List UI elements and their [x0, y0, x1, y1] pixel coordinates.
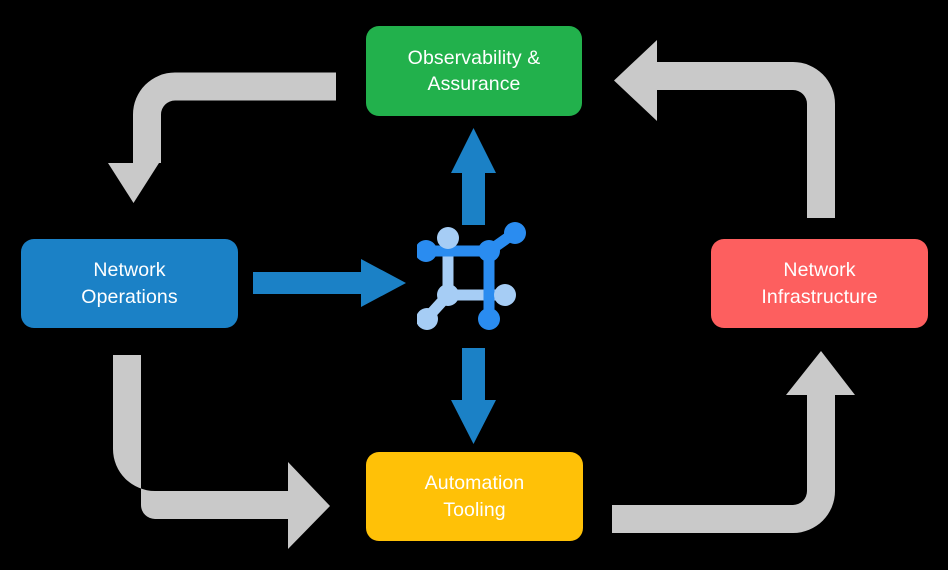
elbow-arrow-down-left	[108, 72, 336, 203]
connector-operations-to-hub	[253, 259, 406, 307]
node-network-infrastructure[interactable]: Network Infrastructure	[711, 239, 928, 328]
straight-arrow-up	[451, 128, 496, 225]
straight-arrow-right	[253, 259, 406, 307]
node-network-operations[interactable]: Network Operations	[21, 239, 238, 328]
node-label-network-infrastructure: Network Infrastructure	[761, 259, 878, 308]
node-automation-tooling[interactable]: Automation Tooling	[366, 452, 583, 541]
node-label-network-operations: Network Operations	[81, 259, 178, 308]
node-label-automation-tooling: Automation Tooling	[424, 472, 525, 521]
connector-operations-to-automation	[113, 355, 330, 549]
connector-observability-to-operations	[108, 72, 336, 203]
elbow-arrow-right-down	[113, 355, 330, 549]
connector-infrastructure-to-observability	[614, 40, 835, 218]
connector-automation-to-infrastructure	[612, 351, 855, 533]
node-label-observability: Observability & Assurance	[407, 46, 541, 95]
network-nodes-icon	[417, 222, 526, 330]
connector-hub-to-observability	[451, 128, 496, 225]
straight-arrow-down	[451, 348, 496, 444]
connector-hub-to-automation	[451, 348, 496, 444]
node-observability-assurance[interactable]: Observability & Assurance	[366, 26, 582, 116]
elbow-arrow-left-up	[614, 40, 835, 218]
elbow-arrow-up-right	[612, 351, 855, 533]
